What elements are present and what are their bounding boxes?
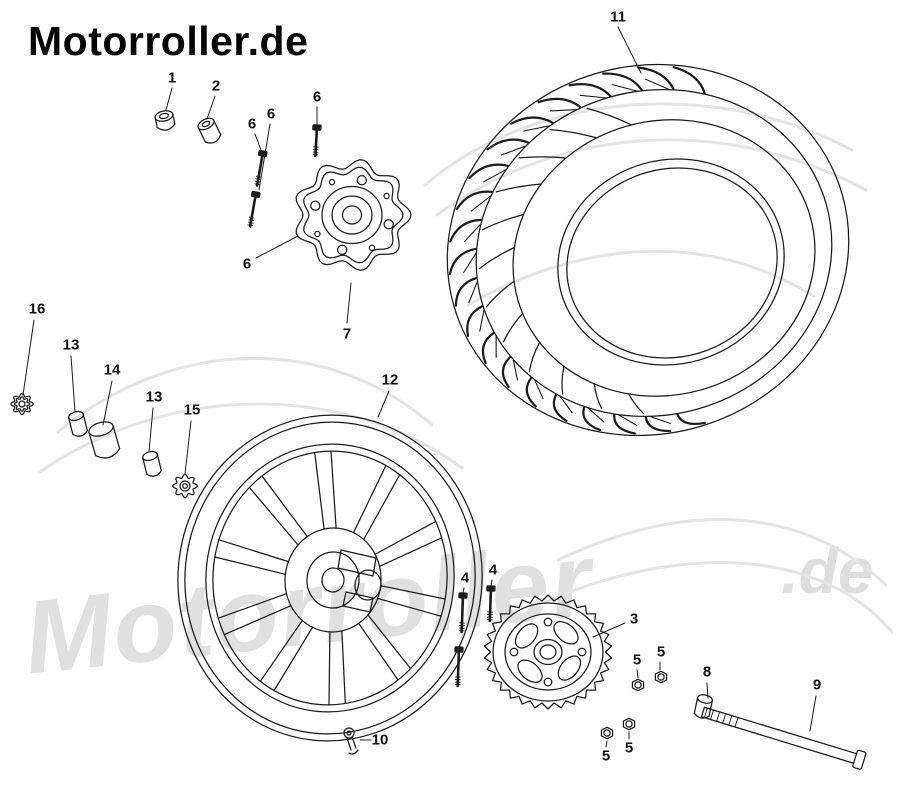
watermark-de-text: .de: [781, 535, 874, 607]
left-small-parts: [10, 392, 198, 499]
watermark-swoosh: [38, 102, 894, 634]
part-3-sprocket: [483, 594, 613, 710]
site-logo: Motorroller.de: [28, 18, 309, 64]
part-12-wheel-rim: [177, 414, 483, 742]
part-1-2-bushings: [154, 110, 222, 144]
part-11-tire: [446, 63, 850, 437]
part-5-nuts: [600, 670, 668, 740]
part-8-spacer: [693, 694, 714, 719]
part-10-valve: [343, 727, 359, 755]
part-7-hub-flange: [295, 159, 412, 271]
part-6-bolts: [247, 124, 322, 228]
part-4-bolts: [454, 585, 496, 688]
leader-lines: [22, 26, 817, 748]
part-9-axle: [700, 706, 867, 770]
